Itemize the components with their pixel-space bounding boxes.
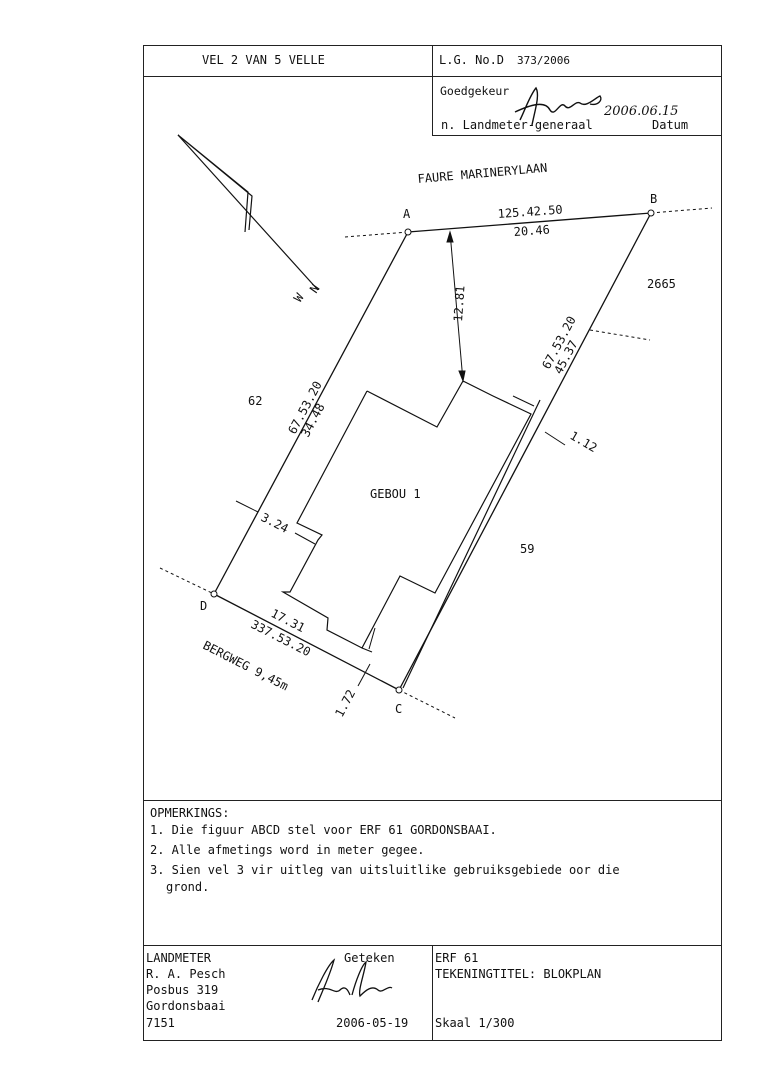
surveyor-name: R. A. Pesch [146, 967, 226, 981]
offset-left: 3.24 [259, 510, 291, 536]
note-item: 3. Sien vel 3 vir uitleg van uitsluitlik… [150, 863, 620, 877]
plan-mark [398, 212, 652, 691]
plan-mark [361, 647, 373, 653]
approved-date: 2006.06.15 [604, 104, 679, 119]
street-south: BERGWEG 9,45m [201, 638, 291, 693]
boundary-extensions [159, 207, 713, 719]
point-a: A [403, 207, 411, 221]
plan-mark [210, 209, 655, 694]
divider [432, 945, 433, 1041]
drawn-date: 2006-05-19 [336, 1016, 409, 1030]
divider [143, 800, 722, 801]
neighbour-west: 62 [248, 394, 262, 408]
street-north: FAURE MARINERYLAAN [417, 161, 548, 186]
point-c: C [395, 702, 402, 716]
neighbour-east: 2665 [647, 277, 676, 291]
plan-mark [512, 395, 535, 407]
beacon-c [395, 686, 403, 694]
point-d: D [200, 599, 207, 613]
plan-mark [357, 663, 371, 687]
plan-mark [213, 231, 409, 595]
surveyor-address: Gordonsbaai [146, 999, 226, 1013]
ab-bearing: 125.42.50 [497, 202, 563, 221]
plan-mark [368, 627, 376, 650]
plan-mark [294, 532, 316, 545]
plan-mark [235, 500, 259, 513]
north-arrow-icon [177, 134, 319, 291]
building-outline [280, 380, 532, 649]
plan-mark [650, 207, 713, 214]
plan-mark [159, 567, 215, 595]
strip-line [402, 399, 541, 689]
drawn-label: Geteken [344, 951, 395, 965]
surveyor-address: 7151 [146, 1016, 175, 1030]
surveyor-title: LANDMETER [146, 951, 212, 965]
compass-north: N [307, 282, 323, 296]
lg-number: 373/2006 [517, 54, 570, 67]
surveyor-general-label: n. Landmeter-generaal [441, 118, 593, 132]
erf-boundary [213, 212, 652, 691]
beacon-b [647, 209, 655, 217]
neighbour-south: 59 [520, 542, 534, 556]
erf-number: ERF 61 [435, 951, 479, 965]
plan-mark [398, 689, 456, 719]
building-label: GEBOU 1 [370, 487, 421, 501]
plan-mark [177, 134, 319, 291]
surveyor-signature [311, 958, 393, 1003]
dimension-arrows [235, 230, 566, 687]
date-label: Datum [652, 118, 689, 132]
offset-bottom: 1.72 [332, 687, 358, 719]
plan-mark [177, 134, 253, 233]
surveyor-address: Posbus 319 [146, 983, 219, 997]
offset-right: 1.12 [568, 428, 600, 455]
plan-mark [344, 231, 409, 238]
offset-top: 12.81 [451, 285, 467, 322]
note-item: 2. Alle afmetings word in meter gegee. [150, 843, 425, 857]
plan-mark [449, 231, 464, 382]
compass-west: W [291, 290, 307, 305]
sheet-number: VEL 2 VAN 5 VELLE [202, 53, 325, 67]
drawing-title: TEKENINGTITEL: BLOKPLAN [435, 967, 602, 981]
plan-mark [446, 230, 454, 243]
divider [432, 135, 722, 136]
approved-label: Goedgekeur [440, 84, 510, 98]
plan-mark [458, 370, 466, 383]
beacon-a [404, 228, 412, 236]
lg-number-label: L.G. No.D [439, 53, 505, 67]
plan-mark [213, 593, 400, 691]
note-item: grond. [166, 880, 210, 894]
beacon-d [210, 590, 218, 598]
note-item: 1. Die figuur ABCD stel voor ERF 61 GORD… [150, 823, 497, 837]
point-b: B [650, 192, 657, 206]
divider [432, 45, 433, 136]
notes-title: OPMERKINGS: [150, 806, 230, 820]
ab-length: 20.46 [513, 223, 550, 239]
plan-mark [544, 431, 566, 446]
plan-mark [589, 329, 651, 341]
approval-signature [514, 86, 602, 126]
plan-mark [407, 212, 652, 233]
scale: Skaal 1/300 [435, 1016, 515, 1030]
